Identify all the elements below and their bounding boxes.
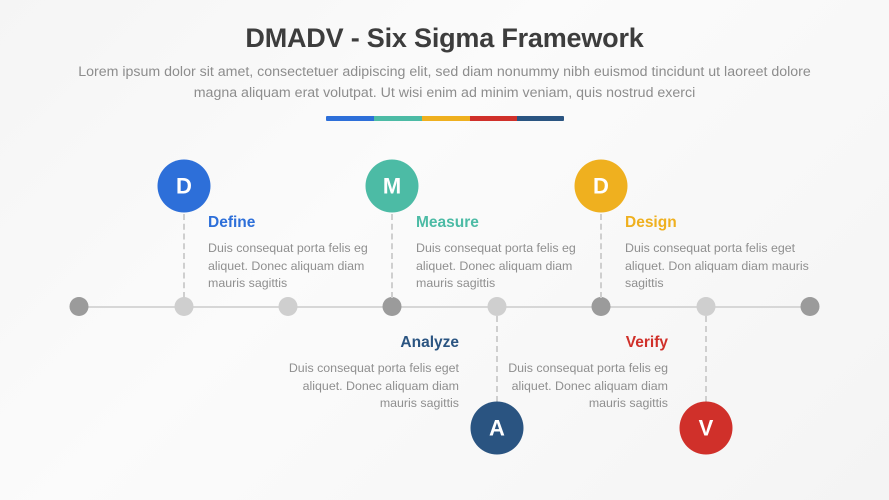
stage-heading-verify: Verify bbox=[625, 334, 668, 351]
accent-segment-yellow bbox=[421, 116, 470, 121]
stage-body-analyze: Duis consequat porta felis eget aliquet.… bbox=[288, 361, 459, 411]
stage-body-measure: Duis consequat porta felis eg aliquet. D… bbox=[416, 241, 576, 291]
page-title: DMADV - Six Sigma Framework bbox=[245, 23, 644, 53]
stage-body-design: Duis consequat porta felis eget aliquet.… bbox=[625, 241, 809, 291]
timeline-dot-3[interactable] bbox=[278, 297, 298, 316]
page-subtitle: Lorem ipsum dolor sit amet, consectetuer… bbox=[78, 64, 811, 101]
connector-line-define bbox=[183, 214, 185, 298]
timeline-dot-7[interactable] bbox=[696, 297, 716, 316]
stage-body-define: Duis consequat porta felis eg aliquet. D… bbox=[208, 241, 368, 291]
timeline-dot-8[interactable] bbox=[800, 297, 820, 316]
timeline-dot-5[interactable] bbox=[487, 297, 507, 316]
accent-segment-teal bbox=[373, 116, 422, 121]
connector-line-verify bbox=[705, 316, 707, 402]
stage-body-verify: Duis consequat porta felis eg aliquet. D… bbox=[508, 361, 668, 411]
connector-line-analyze bbox=[496, 316, 498, 402]
stage-heading-measure: Measure bbox=[416, 214, 479, 231]
timeline-dot-1[interactable] bbox=[69, 297, 89, 316]
stage-circle-design[interactable]: D bbox=[574, 159, 628, 213]
stage-circle-analyze[interactable]: A bbox=[470, 401, 524, 455]
connector-line-measure bbox=[391, 214, 393, 298]
stage-circle-verify[interactable]: V bbox=[679, 401, 733, 455]
accent-segment-red bbox=[469, 116, 517, 121]
timeline-spine bbox=[79, 306, 810, 308]
timeline-dot-2[interactable] bbox=[174, 297, 194, 316]
accent-segment-navy bbox=[516, 116, 564, 121]
stage-circle-define[interactable]: D bbox=[157, 159, 211, 213]
stage-circle-measure[interactable]: M bbox=[365, 159, 419, 213]
stage-heading-analyze: Analyze bbox=[400, 334, 459, 351]
stage-heading-define: Define bbox=[208, 214, 256, 231]
accent-bar bbox=[325, 116, 564, 121]
stage-heading-design: Design bbox=[625, 214, 677, 231]
connector-line-design bbox=[600, 214, 602, 298]
timeline-dot-4[interactable] bbox=[382, 297, 402, 316]
timeline-dot-6[interactable] bbox=[591, 297, 611, 316]
accent-segment-blue bbox=[325, 116, 374, 121]
